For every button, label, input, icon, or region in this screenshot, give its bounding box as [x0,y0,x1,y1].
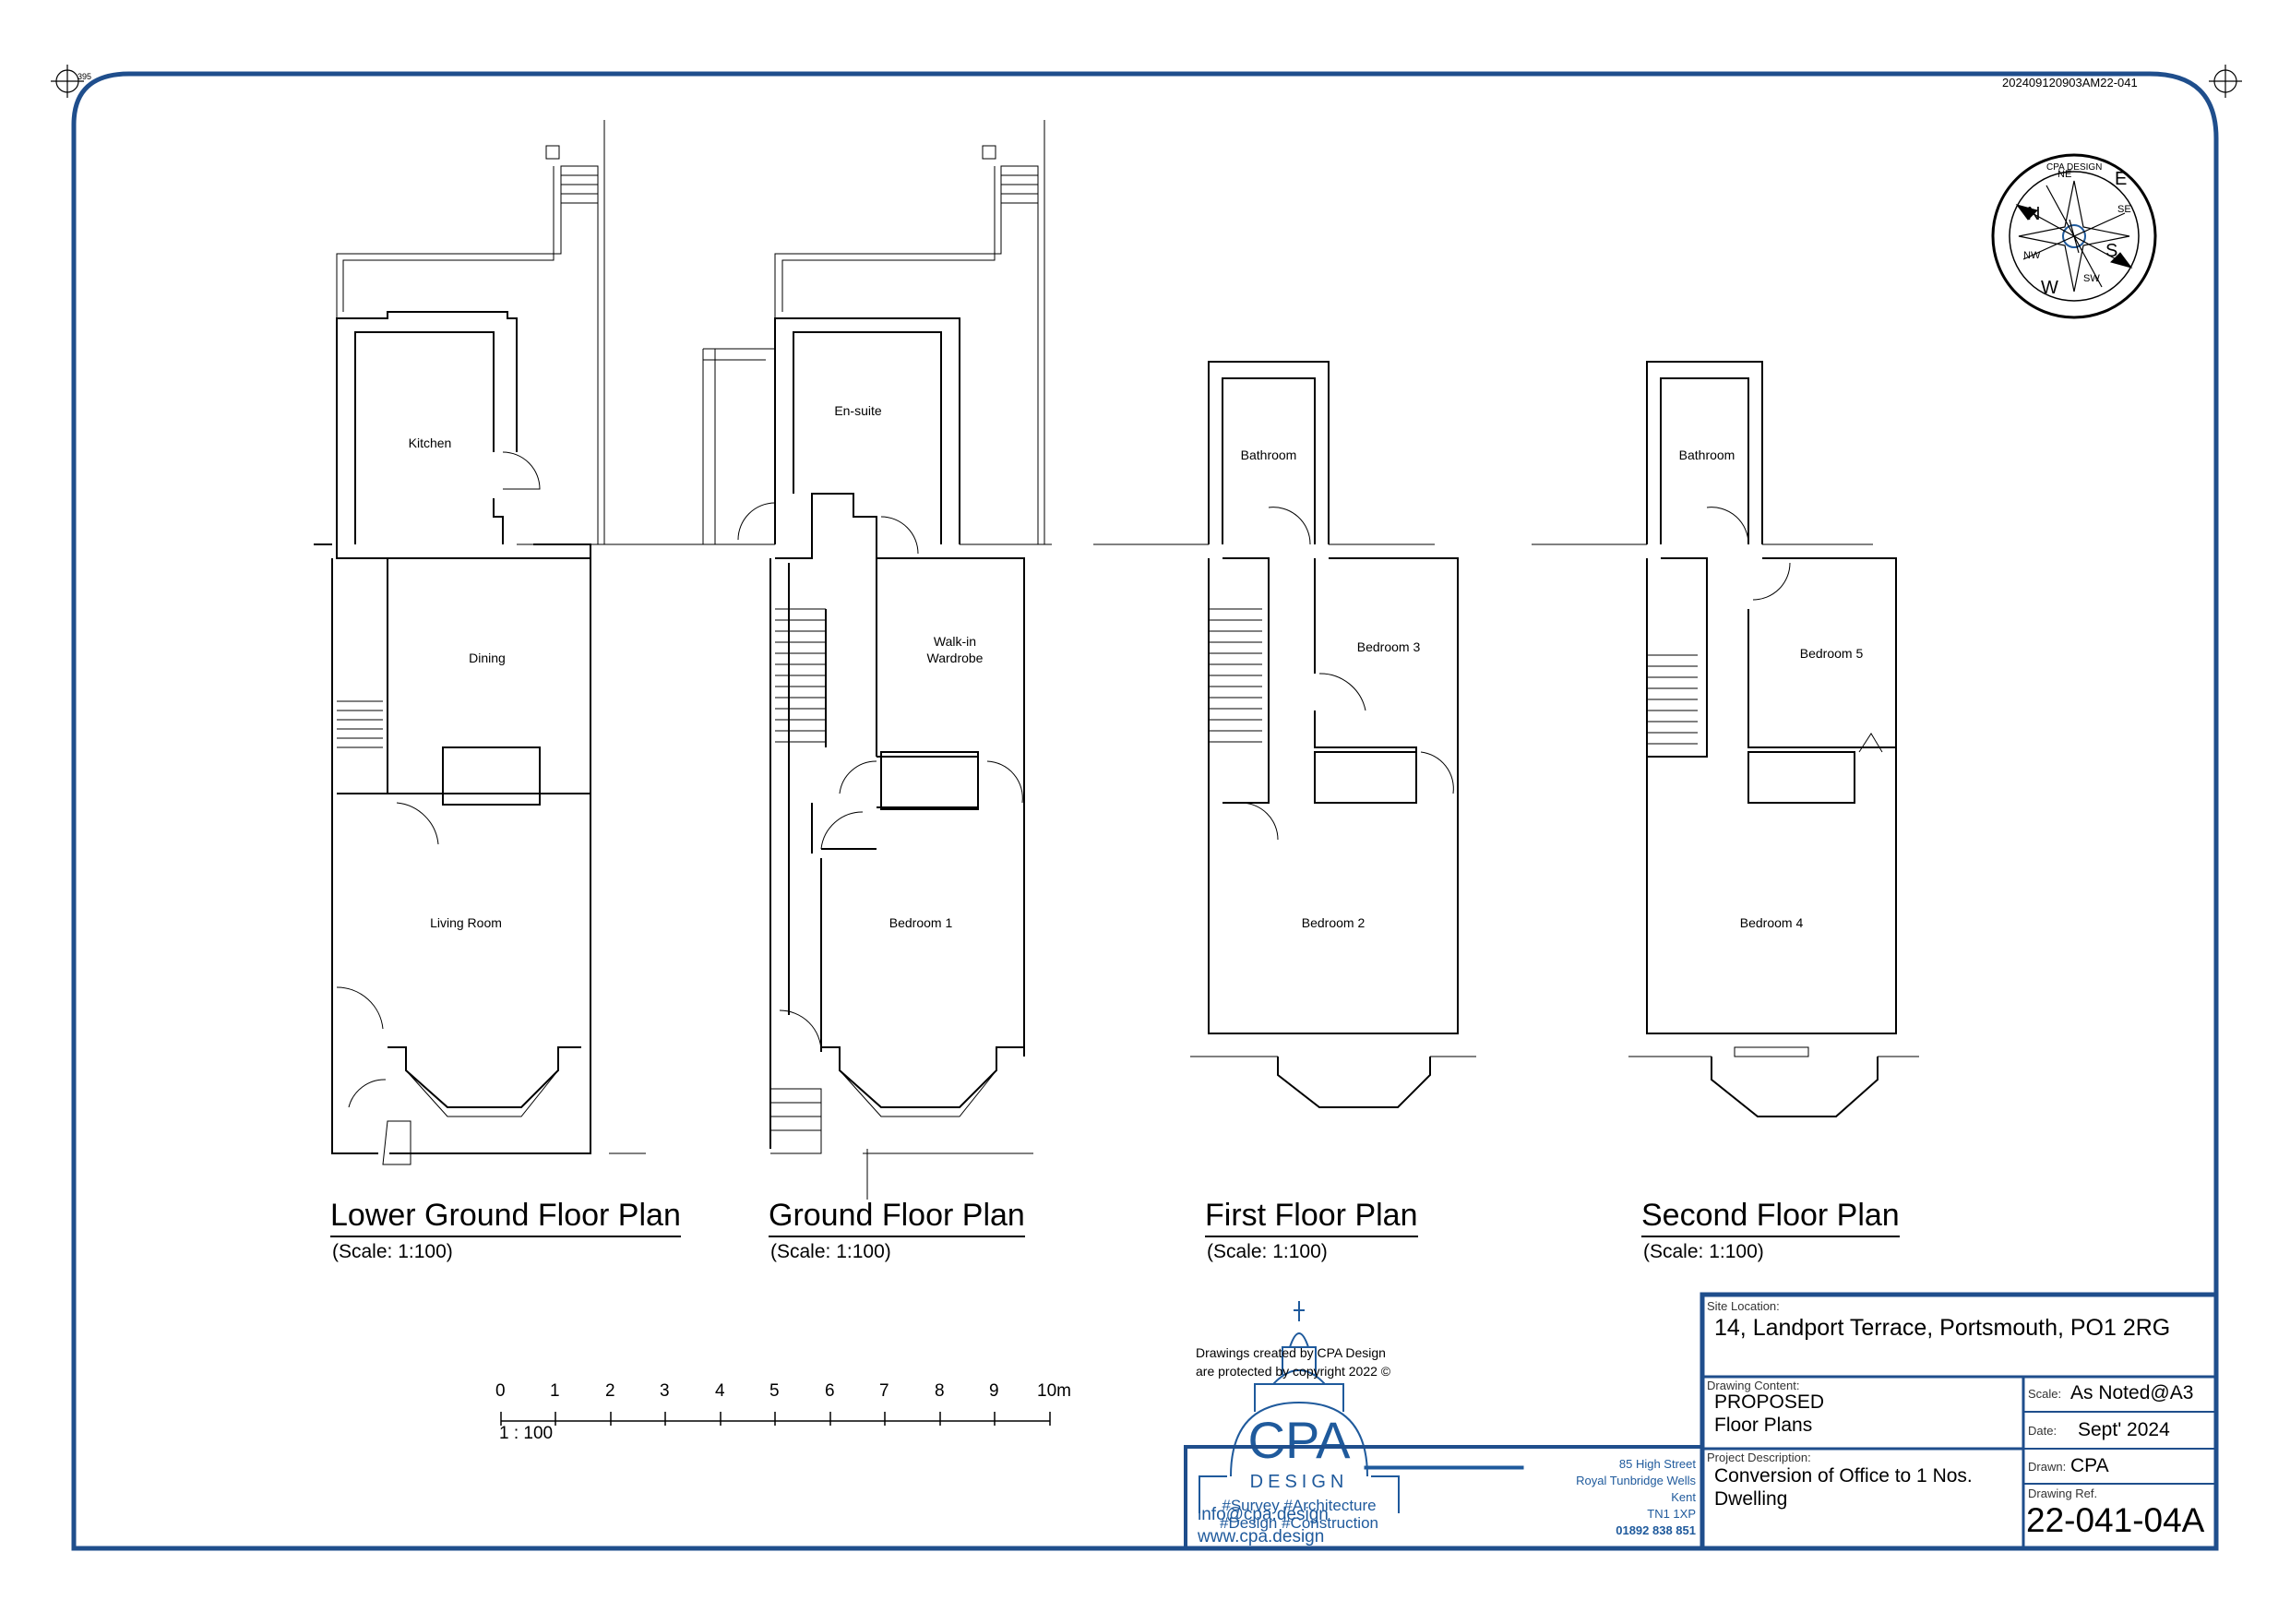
address-line: Kent [1671,1490,1696,1504]
title-block-frame [1184,1292,2219,1551]
room-label: Bedroom 5 [1800,646,1864,661]
plan-title: Ground Floor Plan [769,1198,1025,1237]
drawing-content-line: PROPOSED [1714,1391,1825,1413]
address-line: 85 High Street [1618,1457,1696,1471]
copyright-line: are protected by copyright 2022 © [1196,1364,1391,1379]
room-label: Dining [469,651,506,665]
drawing-content-line: Floor Plans [1714,1415,1813,1436]
second-floor-plan [1532,361,1919,1117]
plan-scale: (Scale: 1:100) [1207,1241,1328,1262]
registration-mark [51,65,2242,98]
compass-ring-text: CPA DESIGN [2046,162,2102,173]
scale-tick: 2 [605,1381,615,1401]
address-phone: 01892 838 851 [1616,1523,1696,1537]
scale-tick: 8 [935,1381,945,1401]
compass-labels: N E S W NE SE SW NW CPA DESIGN [2023,162,2131,298]
compass-rose [1991,153,2157,319]
room-label: Bedroom 2 [1302,915,1366,930]
scale-tick: 1 [550,1381,560,1401]
drawn-label: Drawn: [2028,1460,2067,1474]
logo-tag-1: #Survey #Architecture [1222,1497,1376,1514]
room-label: Bedroom 4 [1740,915,1804,930]
ground-floor-plan [657,120,1052,1200]
compass-nw: NW [2023,250,2041,261]
lower-ground-floor-plan [314,120,674,1165]
copyright-line: Drawings created by CPA Design [1196,1345,1386,1360]
scale-tick: 0 [495,1381,506,1401]
plan-title: Lower Ground Floor Plan [330,1198,681,1237]
plan-title: First Floor Plan [1205,1198,1418,1237]
scale-tick: 4 [715,1381,725,1401]
compass-south: S [2105,241,2117,261]
compass-east: E [2115,169,2127,189]
address-line: TN1 1XP [1647,1507,1696,1521]
date-label: Date: [2028,1424,2057,1438]
scale-tick: 9 [989,1381,999,1401]
room-label: Bedroom 3 [1357,639,1421,654]
room-label: Walk-in [934,634,976,649]
copyright-note: Drawings created by CPA Design are prote… [1196,1343,1390,1380]
cpa-logo [1199,1301,1524,1513]
logo-tag-2: #Design #Construction [1220,1514,1378,1532]
contact-website[interactable]: www.cpa.design [1198,1527,1325,1546]
corner-mark: 395 [78,72,91,81]
scale-tick: 7 [879,1381,889,1401]
contact-block: info@cpa.design www.cpa.design [1198,1504,1329,1548]
scale-label: Scale: [2028,1387,2062,1401]
drawing-ref-value: 22-041-04A [2026,1501,2205,1539]
site-location-value: 14, Landport Terrace, Portsmouth, PO1 2R… [1714,1315,2171,1341]
plan-scale: (Scale: 1:100) [770,1241,891,1262]
scale-tick: 6 [825,1381,835,1401]
scale-tick: 3 [660,1381,670,1401]
room-label: Living Room [430,915,502,930]
scale-tick: 10m [1037,1381,1071,1401]
drawn-value: CPA [2070,1455,2109,1476]
room-label: Bedroom 1 [889,915,953,930]
room-label: Kitchen [409,436,452,450]
room-label: Bathroom [1679,448,1735,462]
room-label: Wardrobe [927,651,984,665]
drawing-content-label: Drawing Content: [1707,1379,1800,1392]
compass-se: SE [2117,204,2131,215]
site-location-label: Site Location: [1707,1299,1780,1313]
first-floor-plan [1093,361,1476,1108]
compass-sw: SW [2083,273,2100,284]
project-description-line: Conversion of Office to 1 Nos. [1714,1465,1973,1487]
compass-north: N [2027,204,2040,224]
room-label: En-suite [834,403,882,418]
project-description-line: Dwelling [1714,1488,1788,1510]
plan-scale: (Scale: 1:100) [1643,1241,1764,1262]
compass-west: W [2041,278,2058,298]
address-line: Royal Tunbridge Wells [1576,1474,1696,1487]
scale-value: As Noted@A3 [2070,1382,2194,1403]
plan-title: Second Floor Plan [1641,1198,1900,1237]
logo-name: CPA [1248,1411,1352,1469]
sheet-border [71,71,2219,1551]
address-block: 85 High Street Royal Tunbridge Wells Ken… [1561,1456,1696,1539]
contact-email[interactable]: info@cpa.design [1198,1505,1329,1524]
scale-bar [500,1412,1051,1426]
drawing-ref-label: Drawing Ref. [2028,1487,2098,1500]
sheet-reference: 202409120903AM22-041 [2002,76,2138,90]
plan-scale: (Scale: 1:100) [332,1241,453,1262]
logo-sub: DESIGN [1250,1472,1349,1492]
project-description-label: Project Description: [1707,1451,1811,1464]
room-label: Bathroom [1241,448,1297,462]
date-value: Sept' 2024 [2078,1419,2170,1440]
scale-tick: 5 [769,1381,780,1401]
scale-ratio: 1 : 100 [499,1424,554,1443]
compass-ne: NE [2057,169,2071,180]
